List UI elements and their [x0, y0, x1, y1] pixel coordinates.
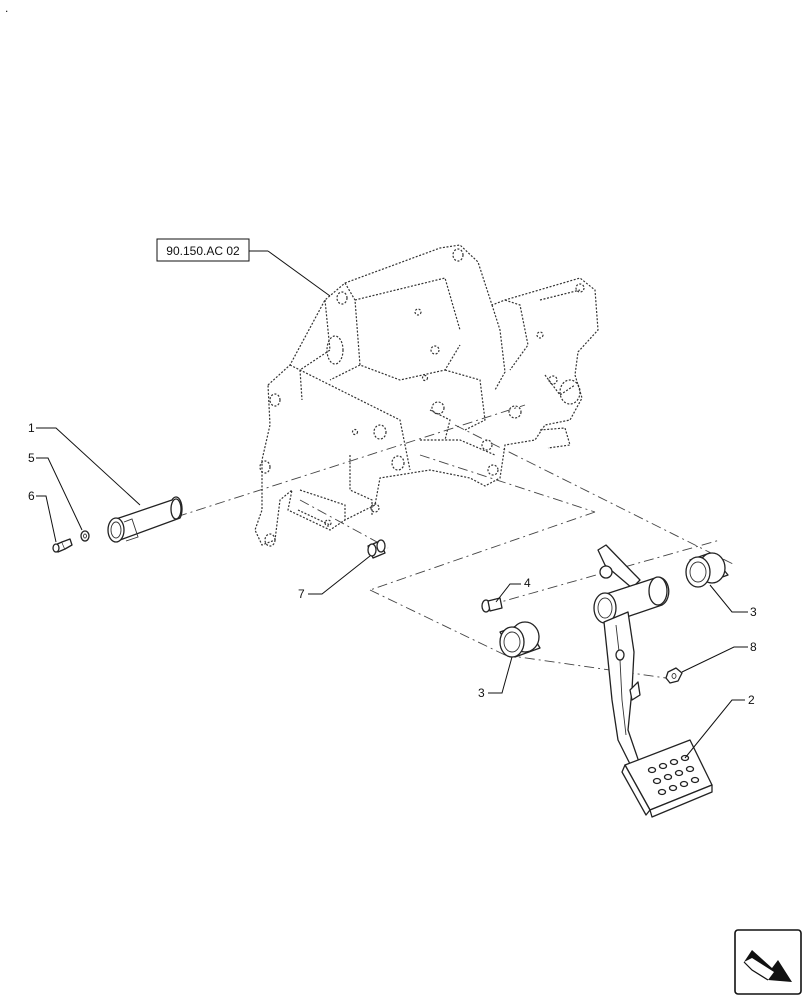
washer — [80, 530, 90, 542]
callout-label-3-lower: 3 — [478, 686, 485, 700]
pedal-bracket-assembly — [254, 244, 599, 547]
stop-pin — [367, 539, 386, 559]
callout-3-lower: 3 — [478, 656, 513, 700]
bushing-right — [685, 552, 729, 588]
callout-6: 6 — [28, 489, 57, 543]
next-page-arrow-icon[interactable] — [734, 929, 802, 995]
callout-4: 4 — [495, 576, 531, 603]
reference-callout[interactable]: 90.150.AC 02 — [156, 238, 331, 297]
callout-label-7: 7 — [298, 587, 305, 601]
callout-label-4: 4 — [524, 576, 531, 590]
bolt — [481, 597, 503, 613]
callout-label-2: 2 — [748, 693, 755, 707]
callout-label-5: 5 — [28, 451, 35, 465]
center-lines — [119, 404, 736, 681]
callout-label-1: 1 — [28, 421, 35, 435]
reference-label: 90.150.AC 02 — [166, 244, 240, 258]
callout-8: 8 — [681, 640, 757, 673]
corner-mark: . — [5, 1, 8, 15]
callout-1: 1 — [28, 421, 141, 506]
bushing-left — [499, 621, 541, 658]
pivot-pin — [107, 496, 183, 543]
screw — [52, 538, 73, 553]
callout-7: 7 — [298, 555, 371, 601]
callout-2: 2 — [684, 693, 755, 759]
callout-5: 5 — [28, 451, 83, 531]
callout-label-3-right: 3 — [750, 605, 757, 619]
callout-label-8: 8 — [750, 640, 757, 654]
callout-3-right: 3 — [709, 584, 757, 619]
brake-pedal — [593, 544, 713, 818]
callout-label-6: 6 — [28, 489, 35, 503]
nut — [665, 667, 683, 684]
